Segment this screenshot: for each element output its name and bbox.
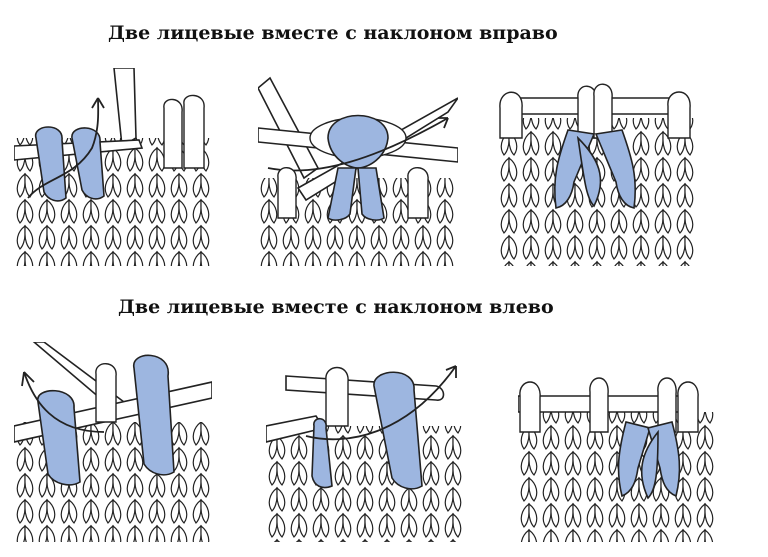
diagram-left-step-1 — [14, 342, 212, 542]
diagram-right-step-3 — [498, 78, 696, 266]
diagram-right-step-1 — [14, 68, 210, 266]
section-title-left-slant: Две лицевые вместе с наклоном влево — [118, 296, 554, 318]
section-title-right-slant: Две лицевые вместе с наклоном вправо — [108, 22, 558, 44]
diagram-right-step-2 — [258, 68, 458, 266]
diagram-left-step-3 — [518, 372, 714, 542]
diagram-left-step-2 — [266, 356, 462, 542]
